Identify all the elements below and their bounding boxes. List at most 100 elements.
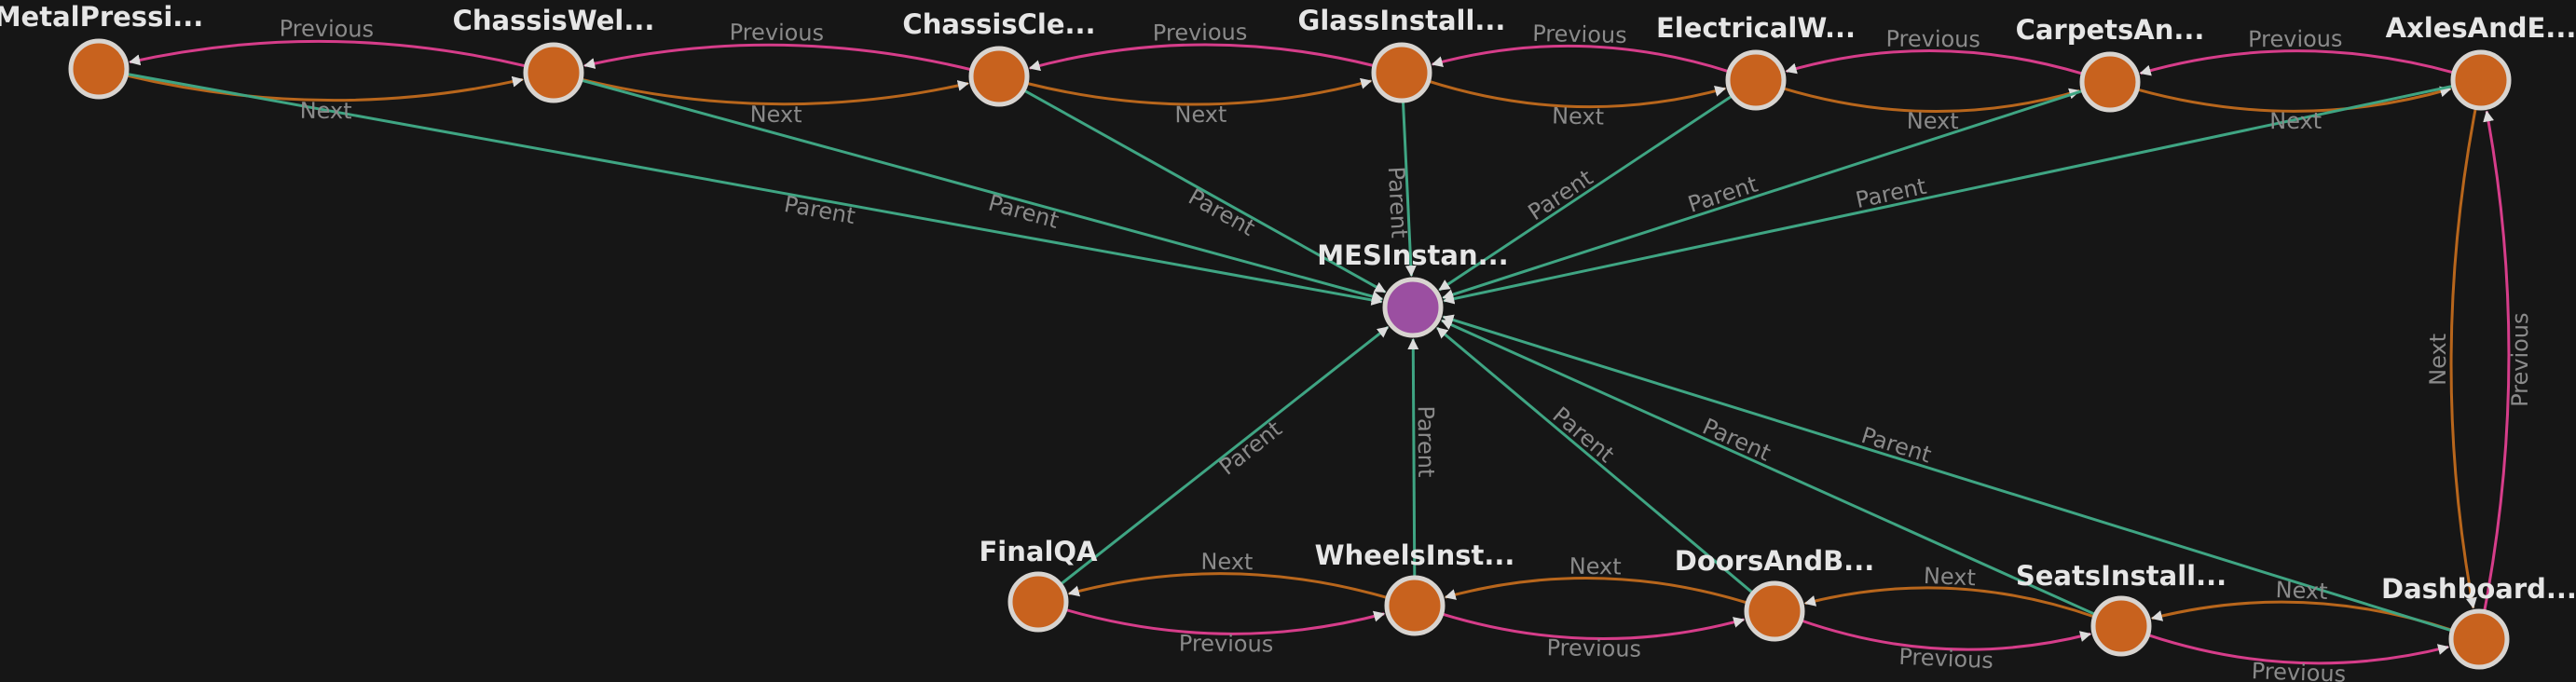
node-glass[interactable]: GlassInstall... xyxy=(1298,5,1506,103)
edge-parent-dashboard-to-mes[interactable] xyxy=(1442,314,2453,633)
node-electrical[interactable]: ElectricalW... xyxy=(1656,12,1856,111)
edge-label-parent: Parent xyxy=(985,190,1061,234)
edge-previous-seats-to-dashboard[interactable] xyxy=(2147,634,2449,665)
node-circle-mes[interactable] xyxy=(1382,277,1444,338)
edge-parent-doors-to-mes[interactable] xyxy=(1436,326,1754,594)
edge-next-axles-to-dashboard[interactable] xyxy=(2449,107,2477,609)
node-label-metal: MetalPressi... xyxy=(0,1,203,33)
edge-label-next: Next xyxy=(2275,577,2328,605)
node-circle-electrical[interactable] xyxy=(1725,49,1787,111)
node-chassisCle[interactable]: ChassisCle... xyxy=(902,8,1096,107)
edge-previous-carpets-to-electrical[interactable] xyxy=(1785,48,2084,75)
edge-label-previous: Previous xyxy=(1898,644,1994,674)
edge-label-next: Next xyxy=(1200,549,1253,576)
node-label-glass: GlassInstall... xyxy=(1298,5,1506,36)
node-carpets[interactable]: CarpetsAn... xyxy=(2016,14,2205,113)
node-label-mes: MESInstan... xyxy=(1317,239,1508,271)
node-finalqa[interactable]: FinalQA xyxy=(979,536,1098,633)
edge-label-previous: Previous xyxy=(2248,26,2343,53)
node-label-electrical: ElectricalW... xyxy=(1656,12,1856,44)
edge-next-chassisWel-to-chassisCle[interactable] xyxy=(580,77,969,106)
edge-parent-seats-to-mes[interactable] xyxy=(1441,319,2097,617)
node-doors[interactable]: DoorsAndB... xyxy=(1675,545,1874,642)
edge-label-parent: Parent xyxy=(1383,166,1413,239)
edge-previous-chassisWel-to-metal[interactable] xyxy=(129,39,528,68)
edge-parent-axles-to-mes[interactable] xyxy=(1443,84,2454,305)
node-label-axles: AxlesAndE... xyxy=(2386,12,2576,44)
edge-next-glass-to-electrical[interactable] xyxy=(1428,79,1727,109)
edge-previous-axles-to-carpets[interactable] xyxy=(2139,49,2455,76)
edge-label-parent: Parent xyxy=(1184,184,1259,241)
edge-label-previous: Previous xyxy=(2507,312,2533,407)
edge-previous-doors-to-seats[interactable] xyxy=(1800,619,2092,651)
edge-label-parent: Parent xyxy=(782,191,857,229)
node-label-seats: SeatsInstall... xyxy=(2016,560,2227,592)
node-label-chassisCle: ChassisCle... xyxy=(902,8,1095,40)
node-label-chassisWel: ChassisWel... xyxy=(453,5,655,36)
edge-label-previous: Previous xyxy=(280,16,375,43)
node-circle-doors[interactable] xyxy=(1744,580,1805,642)
edge-next-chassisCle-to-glass[interactable] xyxy=(1025,77,1373,106)
edge-parent-electrical-to-mes[interactable] xyxy=(1438,94,1733,292)
edge-label-parent: Parent xyxy=(1699,414,1775,467)
edge-label-next: Next xyxy=(1552,102,1604,130)
edge-previous-finalqa-to-wheels[interactable] xyxy=(1064,607,1386,635)
edge-label-next: Next xyxy=(1174,102,1226,129)
edge-label-next: Next xyxy=(2425,334,2451,386)
node-chassisWel[interactable]: ChassisWel... xyxy=(453,5,655,103)
edge-parent-finalqa-to-mes[interactable] xyxy=(1059,325,1390,586)
node-label-carpets: CarpetsAn... xyxy=(2016,14,2205,46)
edge-label-parent: Parent xyxy=(1548,402,1620,468)
node-circle-axles[interactable] xyxy=(2450,49,2512,111)
edge-next-seats-to-doors[interactable] xyxy=(1803,586,2096,619)
node-wheels[interactable]: WheelsInst... xyxy=(1315,539,1515,636)
edge-label-parent: Parent xyxy=(1685,171,1761,218)
edge-parent-wheels-to-mes[interactable] xyxy=(1407,337,1419,579)
node-circle-dashboard[interactable] xyxy=(2448,608,2510,670)
edge-label-parent: Parent xyxy=(1524,164,1598,225)
edge-parent-carpets-to-mes[interactable] xyxy=(1442,89,2084,300)
edge-previous-electrical-to-glass[interactable] xyxy=(1431,44,1730,74)
edge-parent-glass-to-mes[interactable] xyxy=(1401,100,1417,278)
node-circle-chassisCle[interactable] xyxy=(968,46,1030,107)
node-dashboard[interactable]: Dashboard... xyxy=(2381,573,2576,670)
edge-next-electrical-to-carpets[interactable] xyxy=(1782,87,2081,114)
edge-next-doors-to-wheels[interactable] xyxy=(1444,576,1748,605)
node-circle-glass[interactable] xyxy=(1371,42,1432,103)
edge-label-previous: Previous xyxy=(1179,630,1274,657)
node-metal[interactable]: MetalPressi... xyxy=(0,1,203,100)
edge-label-next: Next xyxy=(300,98,352,124)
node-circle-finalqa[interactable] xyxy=(1007,571,1069,633)
edge-previous-dashboard-to-axles[interactable] xyxy=(2483,110,2511,612)
node-label-finalqa: FinalQA xyxy=(979,536,1098,567)
edge-next-metal-to-chassisWel[interactable] xyxy=(125,74,524,102)
node-circle-seats[interactable] xyxy=(2090,595,2152,657)
node-mes[interactable]: MESInstan... xyxy=(1317,239,1509,338)
edge-parent-metal-to-mes[interactable] xyxy=(126,72,1383,306)
edge-label-parent: Parent xyxy=(1854,173,1929,213)
edge-next-wheels-to-finalqa[interactable] xyxy=(1067,572,1389,600)
node-label-doors: DoorsAndB... xyxy=(1675,545,1874,577)
edge-label-previous: Previous xyxy=(730,20,825,47)
node-circle-wheels[interactable] xyxy=(1384,575,1446,636)
edge-label-next: Next xyxy=(1569,553,1622,580)
node-seats[interactable]: SeatsInstall... xyxy=(2016,560,2227,657)
node-circle-carpets[interactable] xyxy=(2079,51,2141,113)
node-label-dashboard: Dashboard... xyxy=(2381,573,2576,605)
edge-label-previous: Previous xyxy=(1532,20,1627,48)
edge-label-parent: Parent xyxy=(1413,405,1439,477)
edge-previous-wheels-to-doors[interactable] xyxy=(1441,612,1746,641)
edges-layer xyxy=(125,39,2511,665)
edge-next-carpets-to-axles[interactable] xyxy=(2136,86,2452,113)
node-axles[interactable]: AxlesAndE... xyxy=(2386,12,2576,111)
edge-previous-chassisCle-to-chassisWel[interactable] xyxy=(583,43,973,72)
edge-parent-chassisWel-to-mes[interactable] xyxy=(580,78,1384,302)
edge-label-previous: Previous xyxy=(2251,658,2346,682)
edge-parent-chassisCle-to-mes[interactable] xyxy=(1022,89,1387,293)
edge-label-previous: Previous xyxy=(1885,26,1980,53)
node-circle-chassisWel[interactable] xyxy=(523,42,584,103)
node-circle-metal[interactable] xyxy=(68,38,130,100)
edge-previous-glass-to-chassisCle[interactable] xyxy=(1028,43,1376,72)
